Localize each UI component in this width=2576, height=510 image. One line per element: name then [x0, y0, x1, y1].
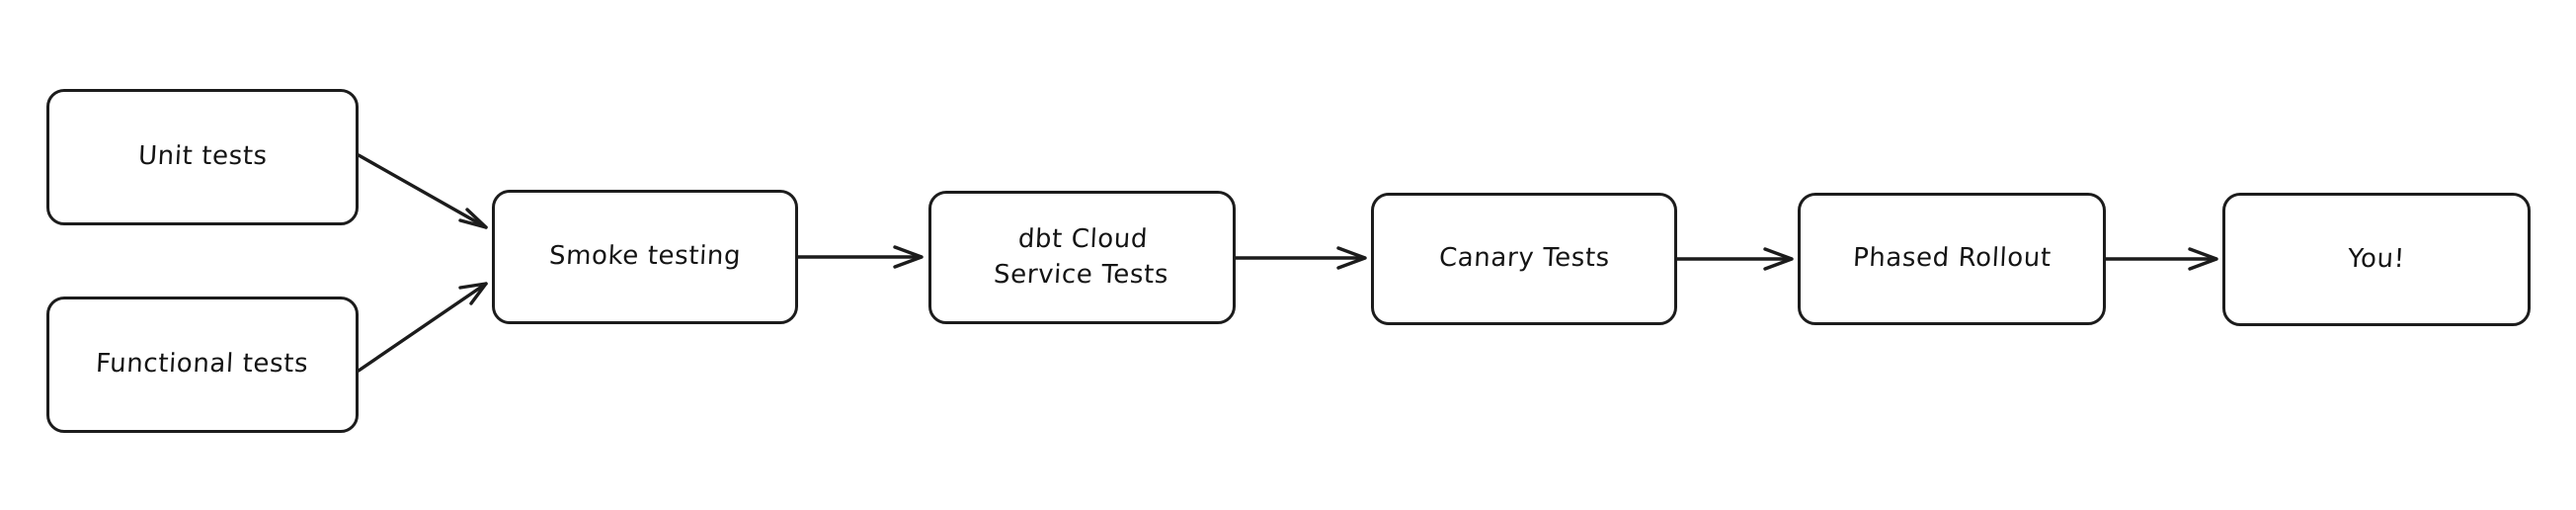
edge-unit-tests-to-smoke-testing: [357, 153, 488, 229]
edge-smoke-testing-to-dbt-cloud-service-tests: [796, 245, 924, 269]
edge-canary-tests-to-phased-rollout: [1675, 247, 1794, 271]
node-you[interactable]: You!: [2222, 193, 2531, 326]
edge-dbt-cloud-service-tests-to-canary-tests: [1234, 246, 1367, 270]
arrowhead-icon: [893, 245, 924, 269]
edge-functional-tests-to-smoke-testing: [357, 282, 488, 373]
node-smoke-testing[interactable]: Smoke testing: [492, 190, 798, 324]
edge-line: [357, 282, 488, 373]
arrowhead-icon: [2188, 247, 2218, 271]
node-canary-tests-label: Canary Tests: [1437, 243, 1611, 274]
node-you-label: You!: [2347, 243, 2406, 274]
node-functional-tests-label: Functional tests: [95, 349, 310, 380]
edge-line: [357, 153, 488, 229]
arrowhead-icon: [458, 282, 488, 305]
node-functional-tests[interactable]: Functional tests: [46, 297, 359, 433]
arrowhead-icon: [1336, 246, 1367, 270]
node-dbt-cloud-service-tests-label: dbt Cloud Service Tests: [993, 223, 1169, 290]
arrowhead-icon: [458, 208, 488, 229]
node-smoke-testing-label: Smoke testing: [548, 241, 742, 272]
node-unit-tests-label: Unit tests: [136, 141, 269, 172]
node-unit-tests[interactable]: Unit tests: [46, 89, 359, 225]
node-phased-rollout-label: Phased Rollout: [1851, 243, 2053, 274]
node-canary-tests[interactable]: Canary Tests: [1371, 193, 1677, 325]
node-dbt-cloud-service-tests[interactable]: dbt Cloud Service Tests: [928, 191, 1236, 324]
edge-phased-rollout-to-you: [2104, 247, 2218, 271]
node-phased-rollout[interactable]: Phased Rollout: [1798, 193, 2106, 325]
arrowhead-icon: [1763, 247, 1794, 271]
